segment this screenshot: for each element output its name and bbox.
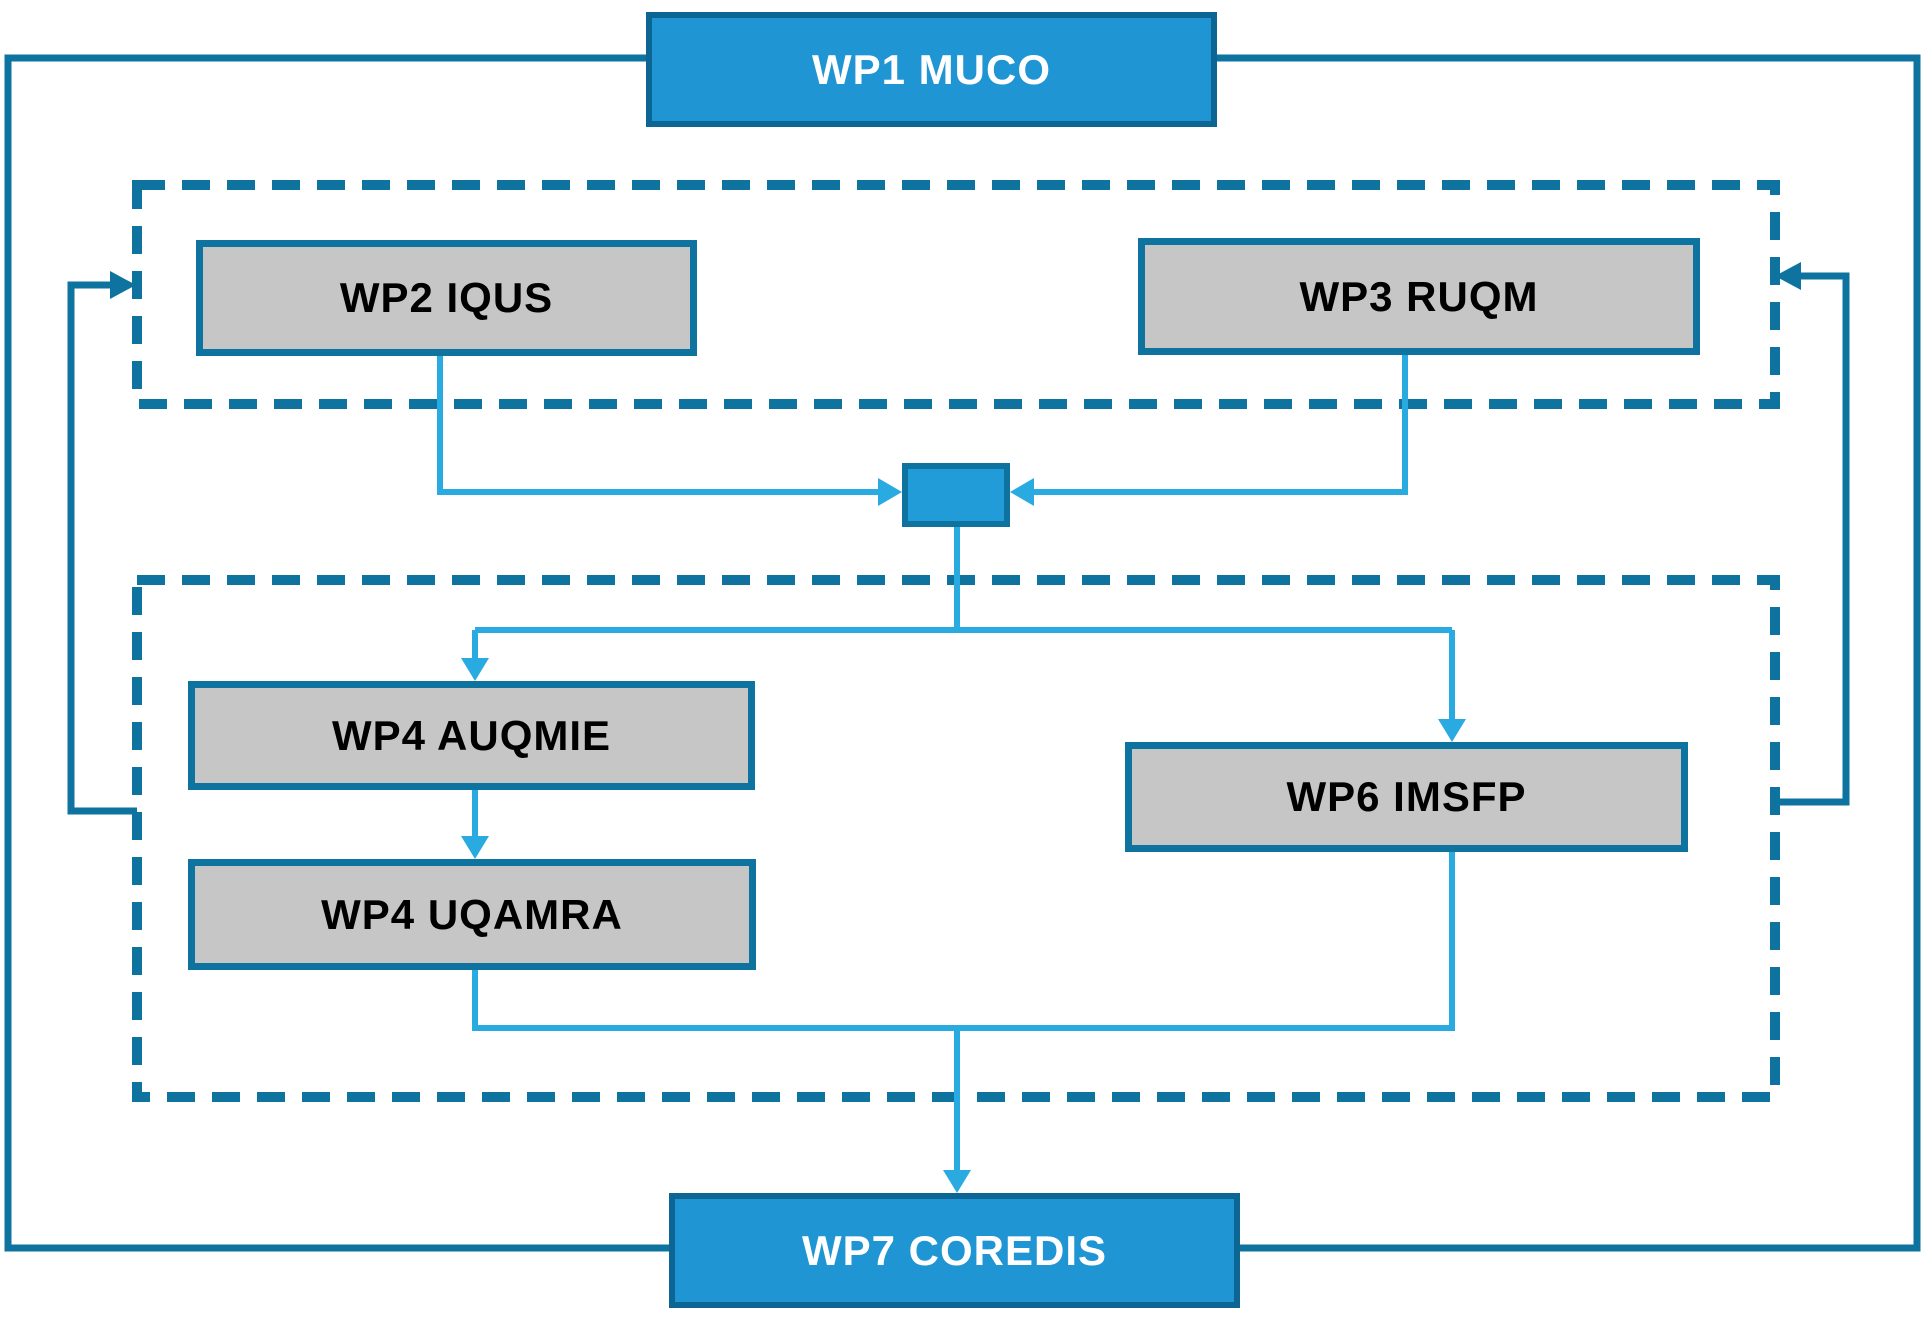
node-wp6-imsfp: WP6 IMSFP xyxy=(1125,742,1688,852)
node-wp4b-label: WP4 UQAMRA xyxy=(321,890,623,938)
node-wp7-label: WP7 COREDIS xyxy=(801,1226,1108,1274)
node-wp4-auqmie: WP4 AUQMIE xyxy=(188,681,755,790)
arrowhead-wp3-to-junction xyxy=(1010,478,1034,506)
outer-frame-border xyxy=(4,54,1921,1252)
node-wp6-label: WP6 IMSFP xyxy=(1286,773,1527,820)
top-group-dashed-border xyxy=(132,180,1780,409)
edge-wp2-to-junction xyxy=(437,356,880,495)
arrowhead-splitter-to-wp4a xyxy=(461,658,489,681)
edge-wp4b-to-merge xyxy=(472,970,957,1031)
node-wp4a-label: WP4 AUQMIE xyxy=(331,711,612,759)
arrowhead-splitter-to-wp6 xyxy=(1438,719,1466,742)
node-wp3-ruqm: WP3 RUQM xyxy=(1138,238,1700,355)
node-wp2-label: WP2 IQUS xyxy=(339,274,554,321)
arrowhead-feedback-right xyxy=(1775,262,1801,290)
edge-wp3-to-junction xyxy=(1032,355,1408,495)
edge-wp6-to-merge xyxy=(957,852,1455,1031)
arrowhead-feedback-left xyxy=(110,271,136,299)
edge-feedback-left xyxy=(67,281,137,815)
node-wp7-coredis: WP7 COREDIS xyxy=(669,1193,1240,1308)
edge-feedback-right xyxy=(1775,272,1850,806)
arrowhead-merge-to-wp7 xyxy=(943,1170,971,1193)
arrowhead-wp4a-to-wp4b xyxy=(461,836,489,859)
junction-connector-box xyxy=(902,463,1010,527)
arrowhead-wp2-to-junction xyxy=(878,478,902,506)
node-wp2-iqus: WP2 IQUS xyxy=(196,240,697,356)
node-wp4-uqamra: WP4 UQAMRA xyxy=(188,859,756,970)
node-wp1-muco: WP1 MUCO xyxy=(646,12,1217,127)
node-wp3-label: WP3 RUQM xyxy=(1299,272,1539,320)
node-wp1-label: WP1 MUCO xyxy=(812,45,1051,93)
